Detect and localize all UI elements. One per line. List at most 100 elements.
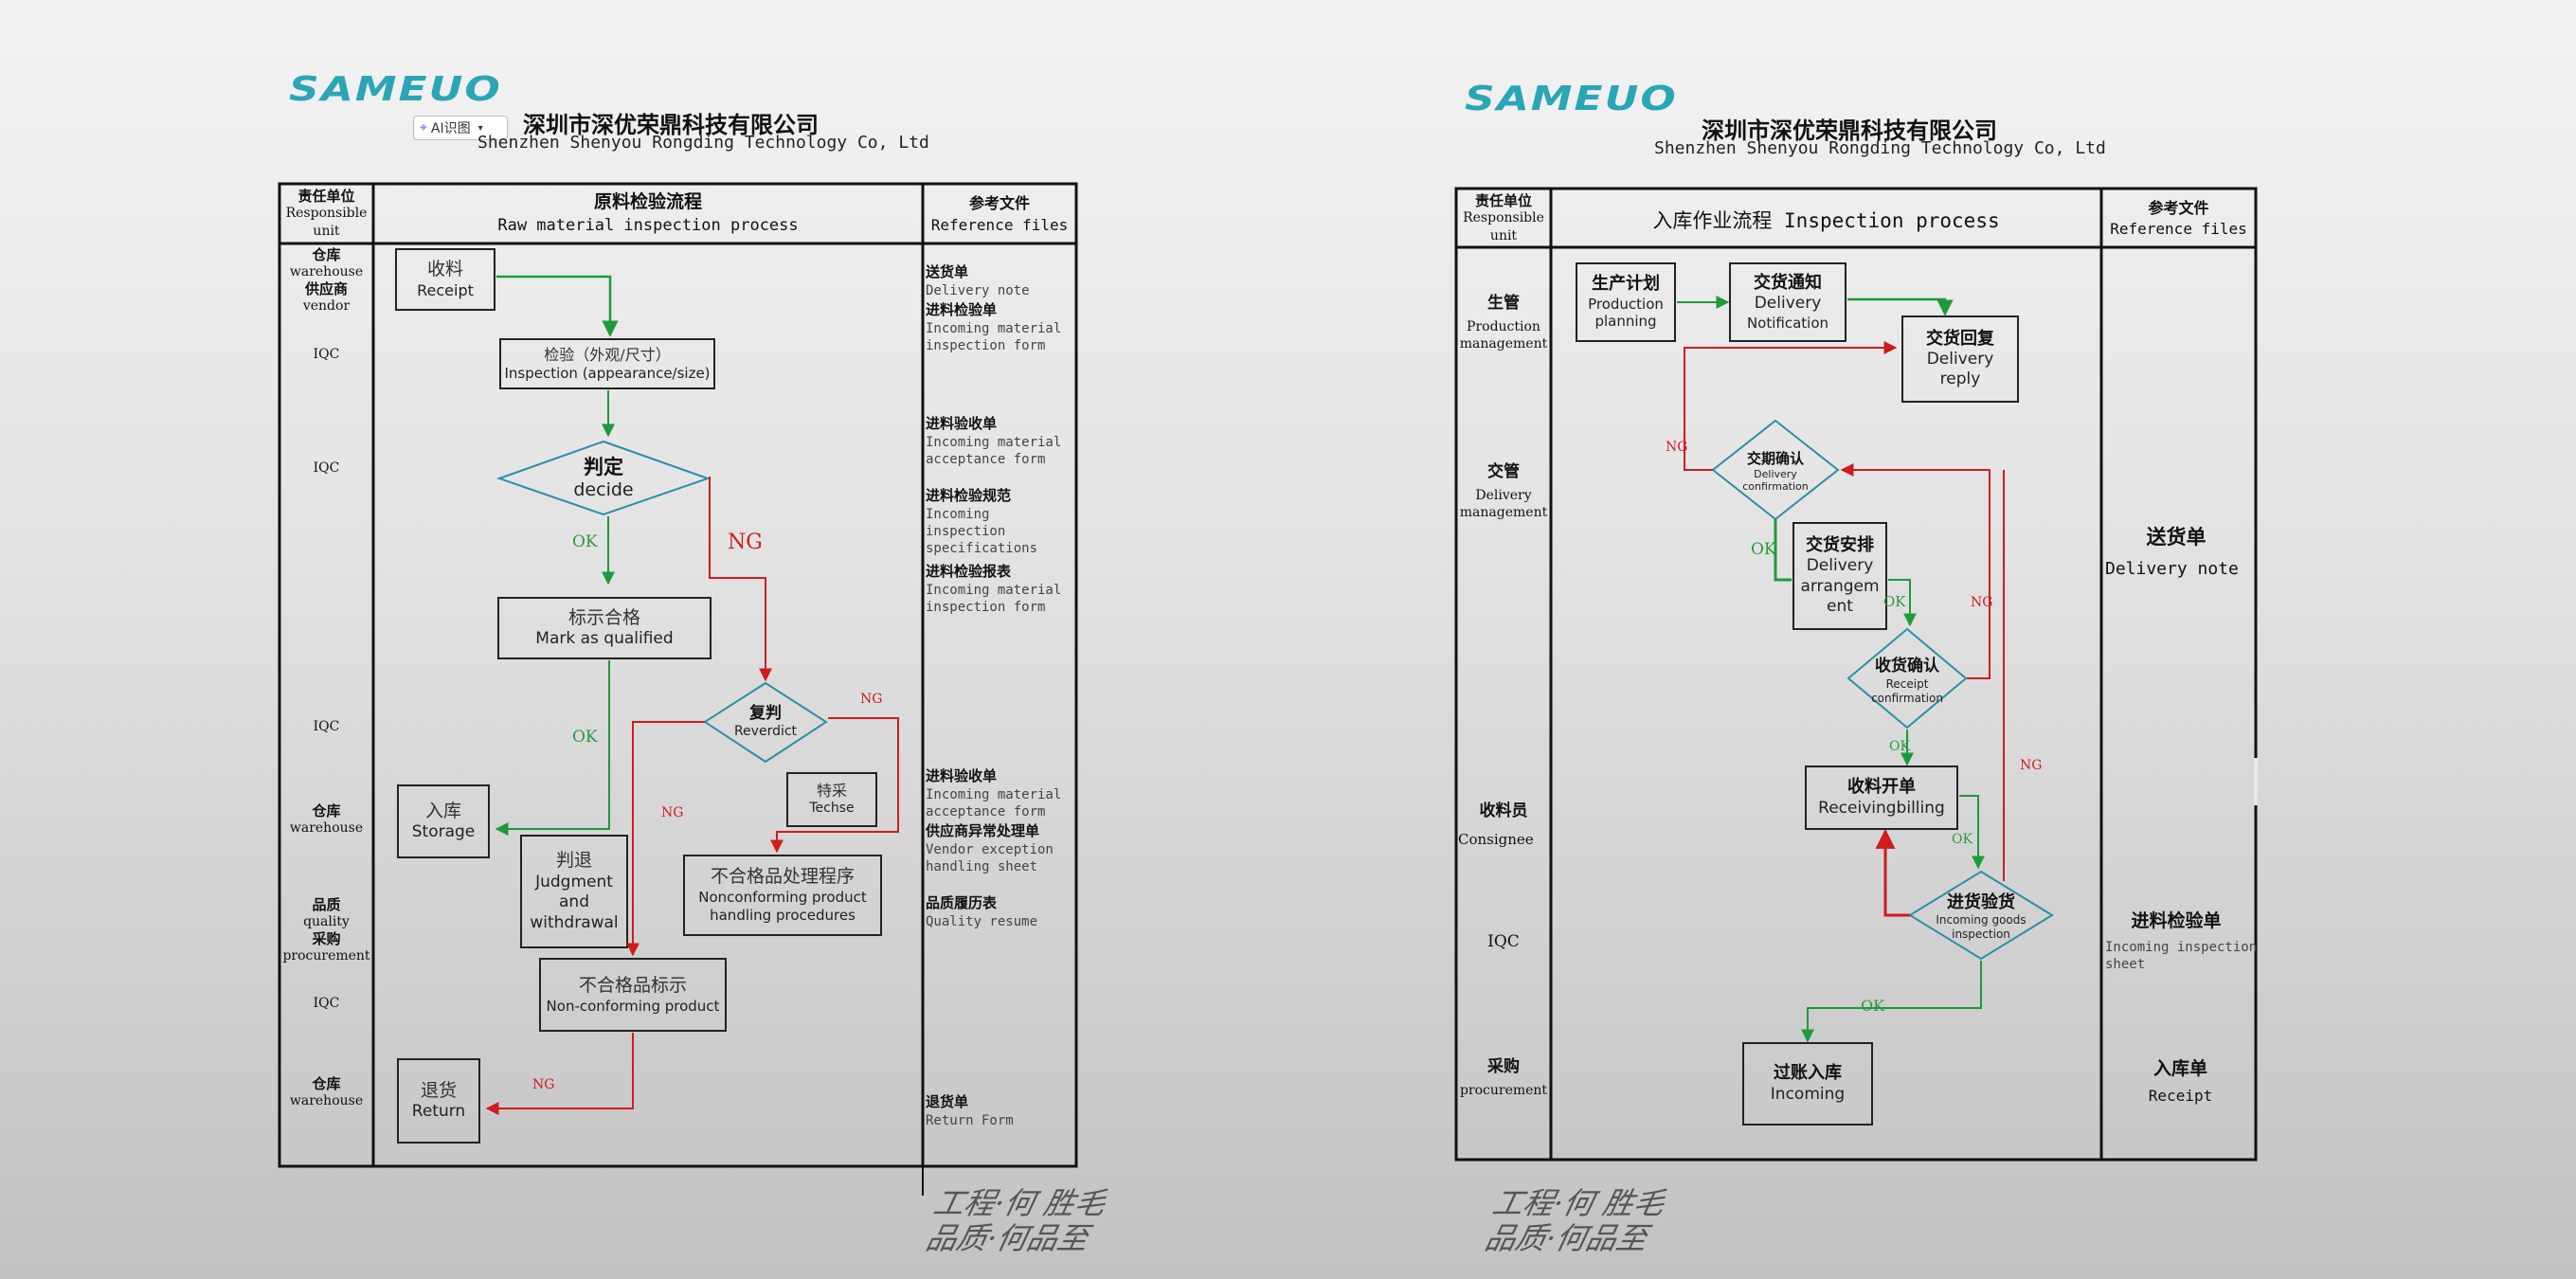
ref-title: 送货单 xyxy=(2146,526,2207,549)
unit-line: warehouse xyxy=(289,263,364,279)
node-label-en: Delivery xyxy=(1806,556,1874,576)
ref-line: inspection form xyxy=(926,599,1046,615)
node-incoming-posting: 过账入库 Incoming xyxy=(1743,1043,1872,1125)
node-delivery-reply: 交货回复 Delivery reply xyxy=(1902,316,2018,402)
left-unit-iqc-3: IQC xyxy=(313,719,340,734)
label-ng: NG xyxy=(2020,758,2043,773)
ref-line: specifications xyxy=(926,540,1038,556)
ref-line: sheet xyxy=(2105,956,2146,972)
node-techse: 特采 Techse xyxy=(787,773,876,826)
node-label-en: Notification xyxy=(1746,314,1829,332)
node-label-cn: 交期确认 xyxy=(1746,449,1804,467)
unit-line: management xyxy=(1459,335,1548,351)
ai-tag-label: AI识图 xyxy=(430,121,471,136)
ref-title: 进料检验单 xyxy=(2131,910,2222,931)
ref-line: Incoming material xyxy=(926,786,1062,802)
ref-title: 进料检验单 xyxy=(926,301,998,318)
node-label-en: Return xyxy=(411,1102,466,1122)
ref-title: 入库单 xyxy=(2153,1058,2207,1079)
ref-line: acceptance form xyxy=(926,451,1046,467)
unit-line: 仓库 xyxy=(312,246,341,263)
unit-line: management xyxy=(1459,504,1548,520)
node-label-cn: 不合格品标示 xyxy=(578,974,687,996)
label-ok: OK xyxy=(1751,540,1776,559)
node-production-planning: 生产计划 Production planning xyxy=(1576,263,1675,341)
ai-recognize-button[interactable]: ⌖ AI识图 ▾ xyxy=(413,116,508,140)
node-storage: 入库 Storage xyxy=(398,785,489,857)
label-ok: OK xyxy=(1952,832,1973,847)
right-unit-iqc: IQC xyxy=(1487,932,1520,951)
node-label-cn: 入库 xyxy=(424,800,461,821)
left-unit-warehouse-1: 仓库 warehouse xyxy=(279,802,373,837)
right-company-name-cn: 深圳市深优荣鼎科技有限公司 xyxy=(1702,117,1997,144)
right-flowchart-lines xyxy=(1454,187,2258,1162)
right-handwritten-signature: 工程·何 胜毛品质·何品至 xyxy=(1482,1185,1668,1256)
ref-line: Incoming material xyxy=(926,434,1062,450)
node-label-en: Incoming goods xyxy=(1936,913,2027,928)
label-ok: OK xyxy=(572,728,598,747)
left-flowchart-sheet: SAMEUO ⌖ AI识图 ▾ 深圳市深优荣鼎科技有限公司 Shenzhen S… xyxy=(0,0,1232,1279)
node-label-en: decide xyxy=(573,478,634,500)
unit-line: Consignee xyxy=(1458,831,1534,849)
label-ng: NG xyxy=(1971,595,1993,610)
label-ok: OK xyxy=(1883,593,1906,610)
node-incoming-goods-inspection: 进货验货 Incoming goods inspection xyxy=(1929,891,2033,944)
node-mark-qualified: 标示合格 Mark as qualified xyxy=(498,598,711,658)
node-label-en: Storage xyxy=(411,822,476,842)
ref-line: Delivery note xyxy=(926,282,1030,298)
node-label-en: Delivery xyxy=(1926,350,1994,369)
ref-line: handling sheet xyxy=(926,858,1038,874)
left-header-flow-en: Raw material inspection process xyxy=(497,216,799,235)
right-company-name-en: Shenzhen Shenyou Rongding Technology Co,… xyxy=(1654,138,2106,158)
right-header-unit-en2: unit xyxy=(1489,228,1518,243)
ref-line: Return Form xyxy=(926,1112,1014,1128)
node-label-cn: 收货确认 xyxy=(1875,657,1939,676)
node-label-en: ent xyxy=(1827,596,1853,616)
unit-line: warehouse xyxy=(289,1092,364,1108)
node-label-en: Nonconforming product xyxy=(698,889,867,907)
node-label-en: withdrawal xyxy=(530,912,619,932)
left-ref-acceptance-form: 进料验收单 Incoming material acceptance form xyxy=(926,415,1061,468)
unit-line: 采购 xyxy=(1487,1057,1520,1076)
node-delivery-notification: 交货通知 Delivery Notification xyxy=(1730,263,1846,341)
left-company-logo: SAMEUO xyxy=(289,70,502,109)
left-unit-iqc-4: IQC xyxy=(313,996,340,1011)
unit-line: Production xyxy=(1467,319,1540,335)
left-header-unit-cn: 责任单位 xyxy=(297,188,355,205)
unit-line: 品质 xyxy=(312,896,341,913)
node-reverdict: 复判 Reverdict xyxy=(720,683,811,762)
node-label-en: handling procedures xyxy=(710,906,856,924)
node-label-cn: 判定 xyxy=(584,455,623,478)
node-label-cn: 判退 xyxy=(555,850,592,872)
label-ok: OK xyxy=(572,532,598,551)
unit-line: warehouse xyxy=(289,820,364,836)
unit-line: 采购 xyxy=(312,930,341,948)
ref-line: Delivery note xyxy=(2105,559,2239,580)
ref-line: Vendor exception xyxy=(926,841,1054,857)
left-ref-delivery-note: 送货单 Delivery note xyxy=(926,263,1030,299)
node-decide: 判定 decide xyxy=(528,441,679,514)
node-label-en: reply xyxy=(1939,369,1981,389)
node-label-cn: 交货安排 xyxy=(1806,534,1874,555)
right-header-ref-en: Reference files xyxy=(2110,220,2247,238)
left-ref-specifications: 进料检验规范 Incoming inspection specification… xyxy=(926,487,1037,557)
ref-title: 进料验收单 xyxy=(926,415,998,432)
node-label-cn: 收料 xyxy=(426,259,463,280)
node-delivery-arrangement: 交货安排 Delivery arrangem ent xyxy=(1793,523,1886,629)
ref-line: Quality resume xyxy=(926,913,1038,929)
left-unit-iqc-1: IQC xyxy=(313,347,340,362)
node-label-en: planning xyxy=(1594,313,1657,331)
node-label-cn: 交货通知 xyxy=(1754,272,1822,293)
ai-scan-icon: ⌖ xyxy=(420,120,427,135)
left-company-name-cn: 深圳市深优荣鼎科技有限公司 xyxy=(523,111,819,138)
unit-line: vendor xyxy=(302,298,351,314)
ref-title: 供应商异常处理单 xyxy=(926,822,1040,839)
ref-line: Incoming material xyxy=(926,582,1062,598)
right-header-unit-cn: 责任单位 xyxy=(1474,192,1532,209)
ref-title: 进料检验报表 xyxy=(926,563,1012,580)
right-unit-delivery: 交管 Delivery management xyxy=(1456,462,1551,521)
ref-line: Incoming xyxy=(926,506,990,522)
node-nonconforming-mark: 不合格品标示 Non-conforming product xyxy=(540,959,726,1031)
node-label-en: Incoming xyxy=(1770,1084,1846,1104)
right-ref-delivery-note: 送货单 Delivery note xyxy=(2105,525,2247,581)
